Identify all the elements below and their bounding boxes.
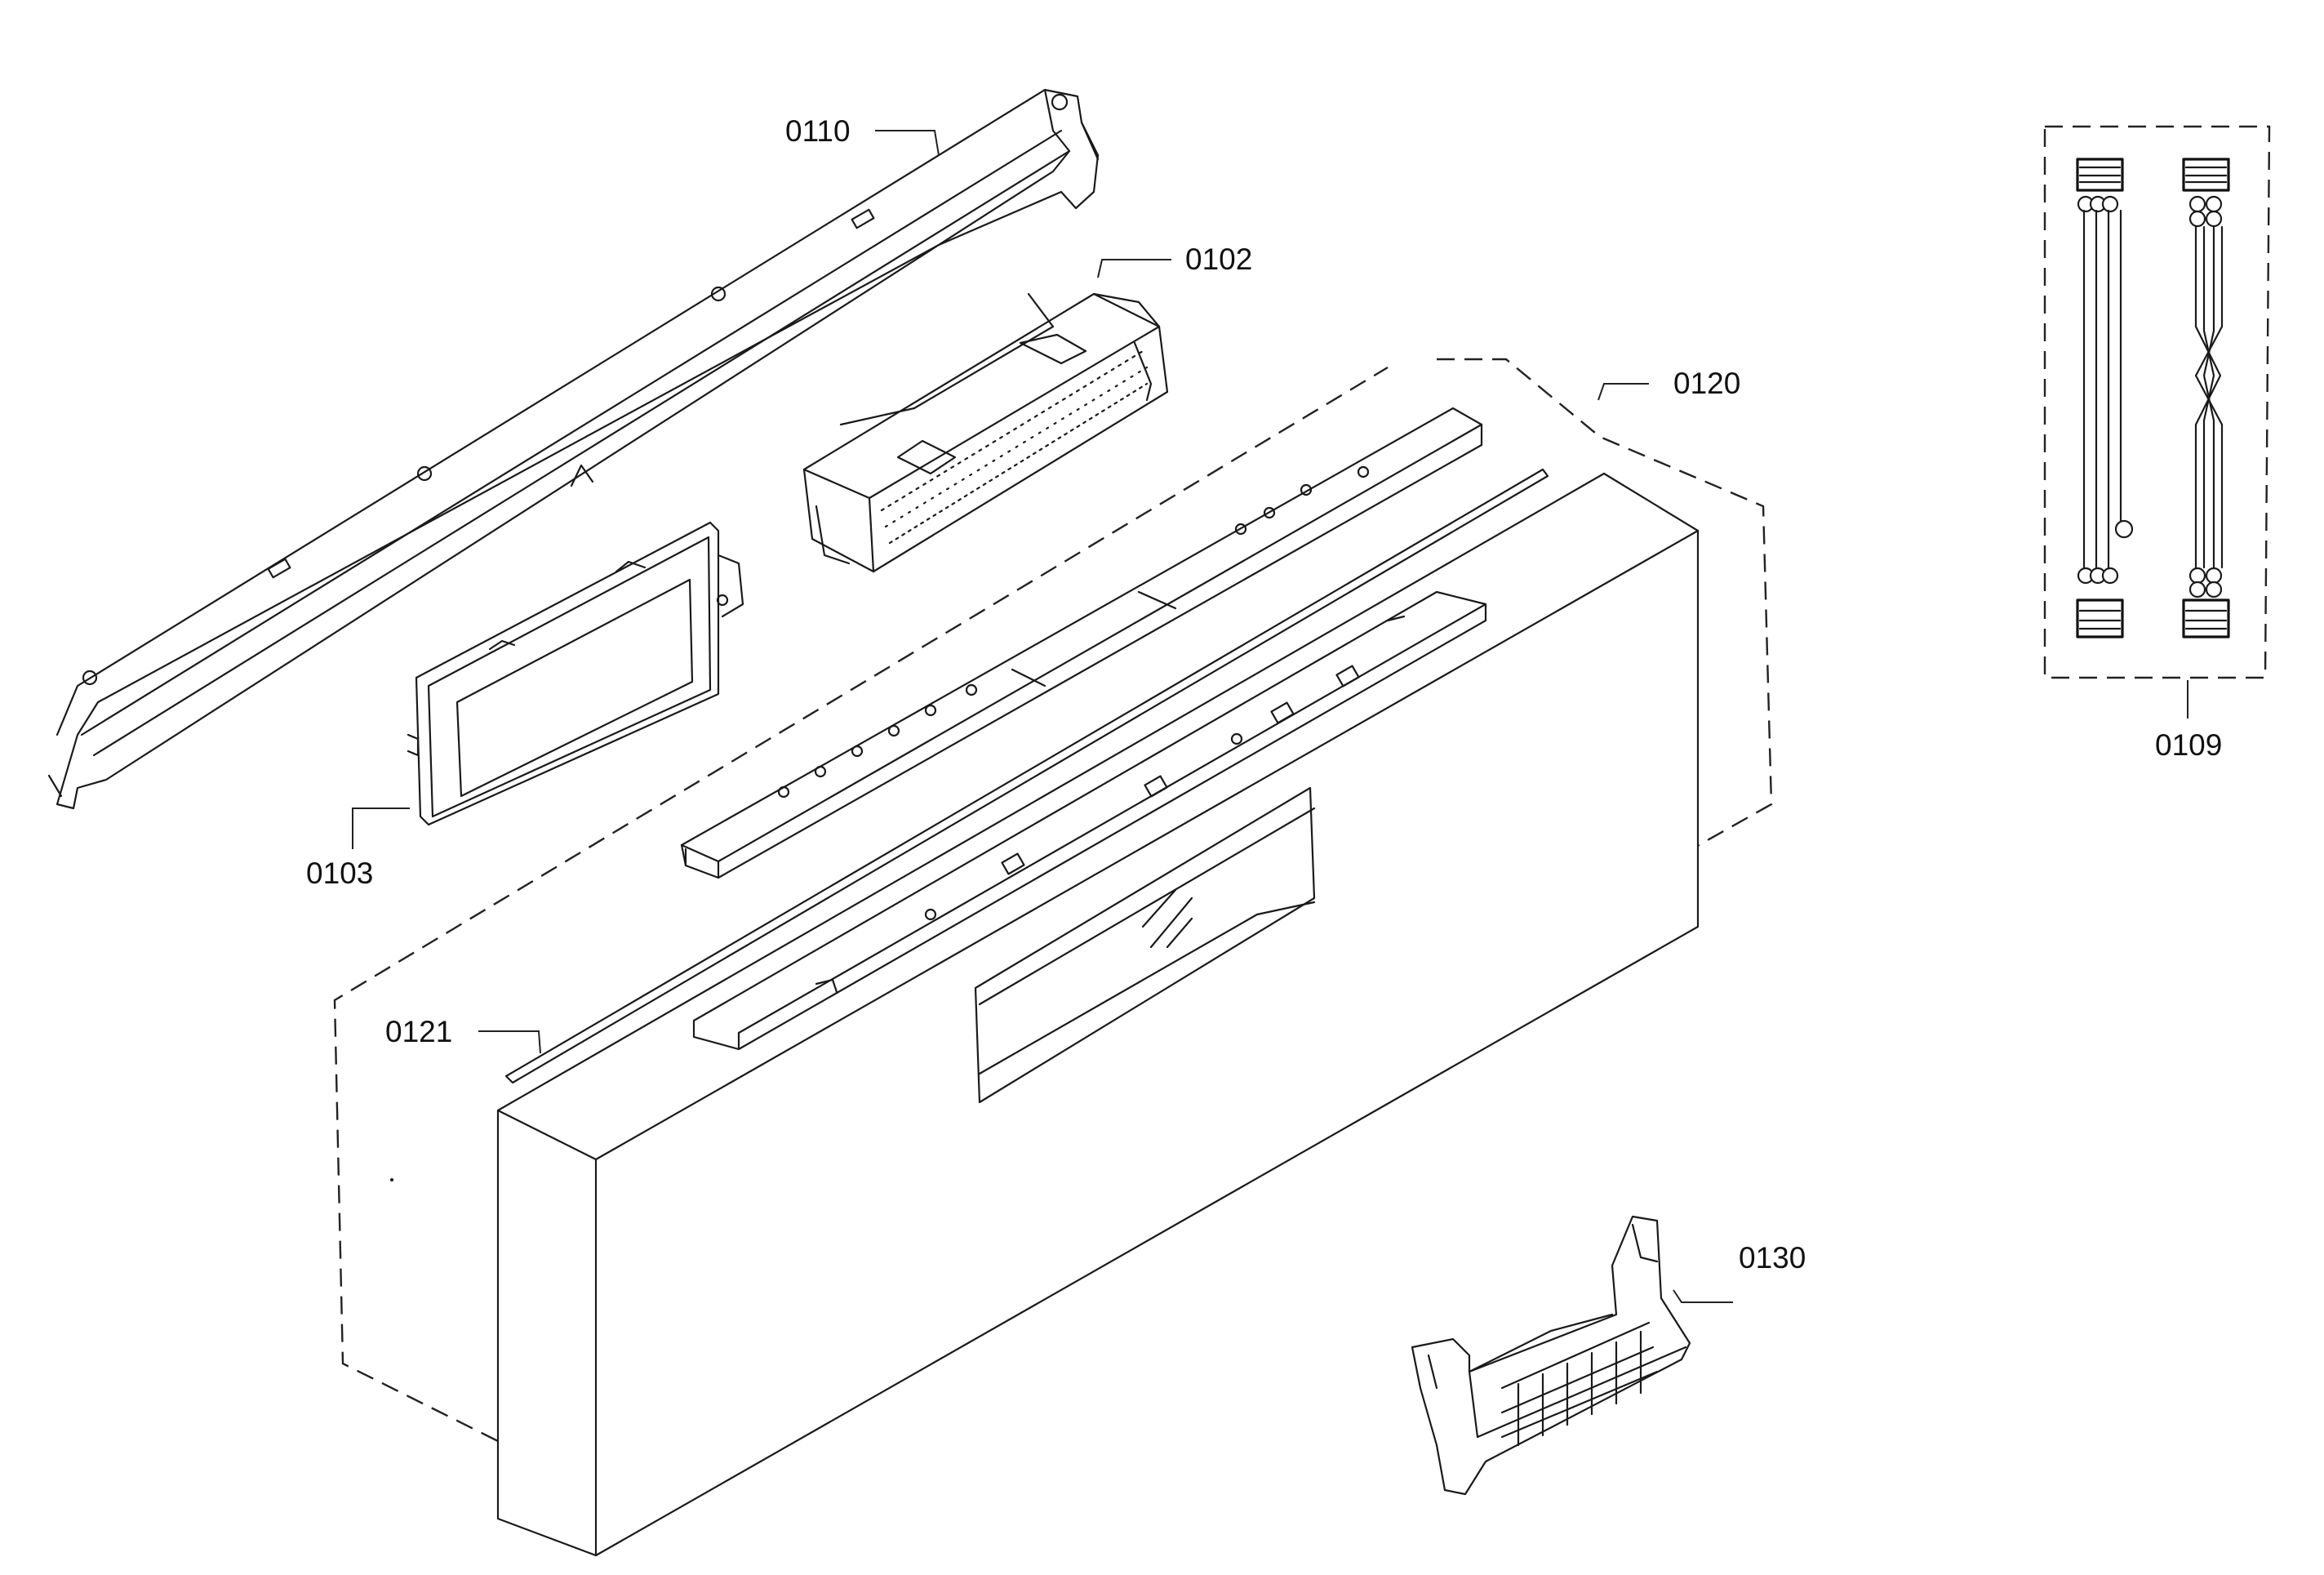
part-0130-connector-bracket	[1411, 1215, 1691, 1496]
part-0109-wire-harness	[2043, 125, 2271, 679]
label-0109: 0109	[2155, 728, 2222, 762]
part-0121-seal-strip	[504, 468, 1549, 1084]
part-0102-control-module	[802, 292, 1169, 573]
label-0102: 0102	[1185, 242, 1252, 276]
part-0120-fascia-group	[333, 358, 1773, 1557]
label-0103: 0103	[306, 856, 373, 890]
label-0130: 0130	[1739, 1241, 1806, 1275]
leader-lines	[352, 130, 2188, 1303]
part-labels: 0110 0102 0120 0103 0121 0130 0109	[306, 114, 2222, 1275]
part-0110-mounting-rail	[47, 88, 1100, 810]
part-0103-display-panel	[407, 521, 744, 826]
stray-dot	[390, 1178, 393, 1181]
label-0120: 0120	[1673, 367, 1740, 400]
label-0121: 0121	[385, 1015, 452, 1048]
label-0110: 0110	[785, 114, 851, 148]
